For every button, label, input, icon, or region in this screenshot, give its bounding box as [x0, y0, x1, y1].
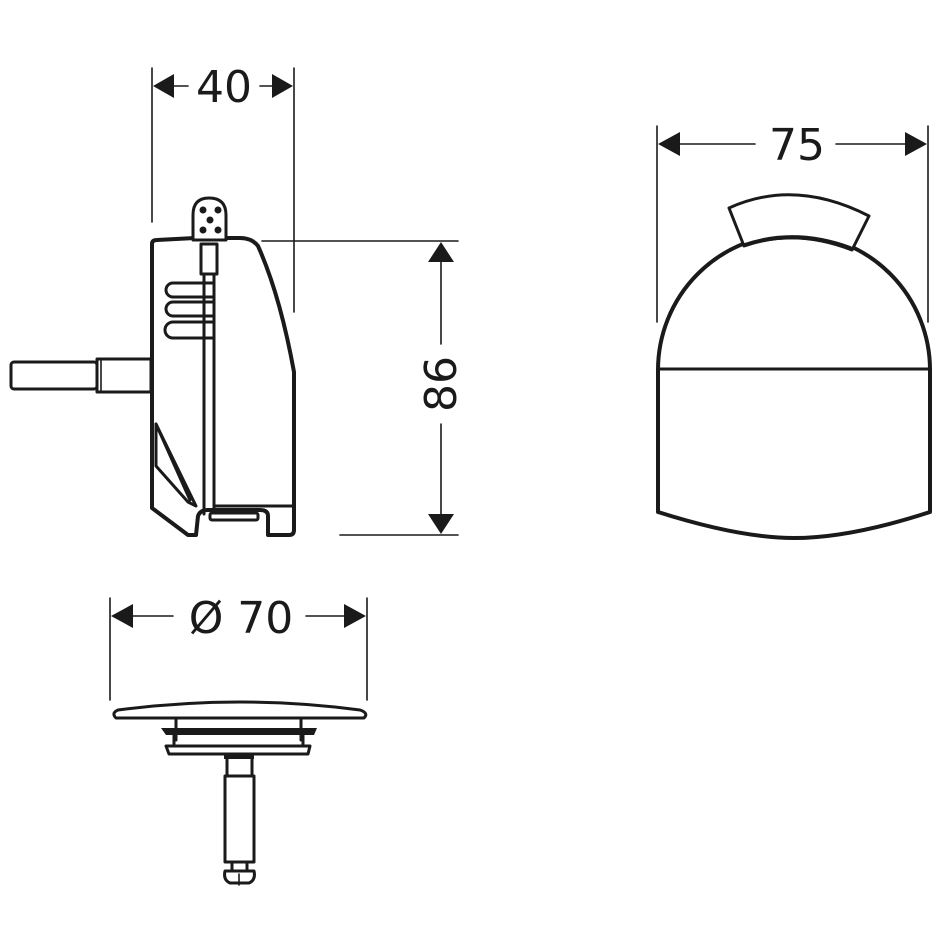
dimension-width-75: 75: [656, 120, 929, 323]
vertical-rod: [199, 242, 219, 516]
plug-view: Ø 70: [109, 593, 368, 886]
housing-body: [150, 236, 296, 537]
plug-stem: [223, 754, 256, 886]
flap: [154, 422, 198, 508]
dimension-label-70: Ø 70: [189, 593, 294, 644]
overflow-cover: [656, 232, 932, 540]
front-view: 75: [656, 120, 932, 540]
side-view: 40 86: [9, 62, 467, 537]
spring-coils: [163, 281, 214, 340]
pipe-connector: [9, 357, 153, 394]
dimension-height-86: 86: [261, 240, 467, 536]
dimension-label-40: 40: [196, 62, 252, 113]
dimension-width-40: 40: [151, 62, 295, 313]
dimension-diameter-70: Ø 70: [109, 593, 368, 701]
control-knob: [191, 196, 228, 242]
plug-cap: [112, 700, 368, 720]
seal-rings: [161, 717, 317, 756]
dimension-label-75: 75: [769, 120, 825, 171]
dimension-label-86: 86: [416, 356, 467, 412]
